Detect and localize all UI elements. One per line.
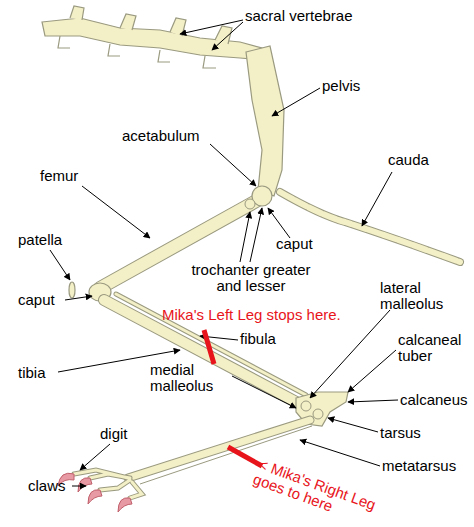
part-label: femur — [40, 168, 120, 184]
trochanter — [245, 199, 255, 209]
part-label: trochanter greater and lesser — [190, 262, 312, 294]
part-label: patella — [18, 232, 98, 248]
part-label: digit — [100, 426, 160, 442]
cut-mark — [228, 447, 262, 466]
leader-arrow — [80, 444, 110, 470]
leader-arrow — [328, 418, 378, 432]
leader-arrow — [250, 208, 262, 262]
vertebra-process — [58, 36, 216, 68]
digit-fill — [74, 470, 142, 498]
tarsal-bone — [313, 409, 323, 419]
leader-arrow — [268, 208, 290, 238]
patella-bone — [69, 282, 75, 298]
part-label: pelvis — [322, 78, 402, 94]
part-label: cauda — [388, 152, 468, 168]
claw — [118, 498, 132, 512]
part-label: caput — [276, 236, 356, 252]
leader-arrow — [212, 22, 243, 50]
part-label: fibula — [240, 331, 310, 347]
spinous-process — [70, 6, 232, 44]
leader-arrow — [82, 186, 150, 238]
part-label: metatarsus — [382, 458, 472, 474]
digit-bones — [74, 470, 142, 498]
leader-arrow — [310, 310, 390, 398]
leader-arrow — [300, 440, 380, 466]
part-label: calcaneal tuber — [398, 332, 474, 364]
leader-arrow — [180, 20, 243, 34]
leader-arrow — [50, 250, 70, 280]
leader-arrow — [362, 172, 392, 226]
part-label: tarsus — [380, 425, 460, 441]
malleolus — [301, 401, 311, 411]
part-label: tibia — [18, 365, 78, 381]
part-label: caput — [18, 292, 78, 308]
leader-arrow — [348, 400, 398, 402]
leader-arrow — [210, 144, 256, 186]
cut-mark — [204, 330, 214, 364]
part-label: sacral vertebrae — [245, 8, 385, 24]
pelvis-bone — [246, 46, 284, 196]
part-label: acetabulum — [122, 128, 232, 144]
annotation-note: < Mika's Right Leg goes to here — [251, 456, 403, 527]
leader-arrow — [232, 376, 296, 408]
part-label: medial malleolus — [150, 362, 230, 394]
claw — [88, 490, 102, 504]
part-label: lateral malleolus — [380, 280, 460, 312]
leader-arrow — [348, 350, 396, 392]
part-label: calcaneus — [400, 392, 474, 408]
leader-arrow — [72, 486, 86, 487]
annotation-note: Mika's Left Leg stops here. — [162, 307, 402, 323]
leader-arrow — [65, 296, 92, 300]
claw — [78, 478, 92, 492]
part-label: claws — [28, 478, 88, 494]
leader-arrow — [272, 88, 320, 116]
leader-arrow — [240, 212, 250, 262]
